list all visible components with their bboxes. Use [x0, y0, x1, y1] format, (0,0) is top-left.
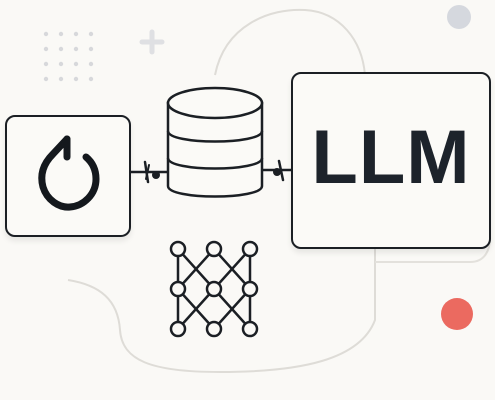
decor-arc-top — [214, 8, 366, 76]
plus-icon — [139, 29, 165, 55]
decor-curve-bottom — [67, 240, 376, 374]
decor-circle-gray — [447, 5, 471, 29]
source-box — [5, 115, 131, 237]
dot-grid — [43, 31, 94, 82]
droplet-icon — [38, 135, 100, 211]
connector-right — [262, 159, 291, 182]
llm-label: LLM — [311, 115, 471, 200]
decor-circle-red — [441, 298, 473, 330]
llm-box: LLM — [291, 72, 491, 249]
connector-left — [131, 160, 168, 184]
